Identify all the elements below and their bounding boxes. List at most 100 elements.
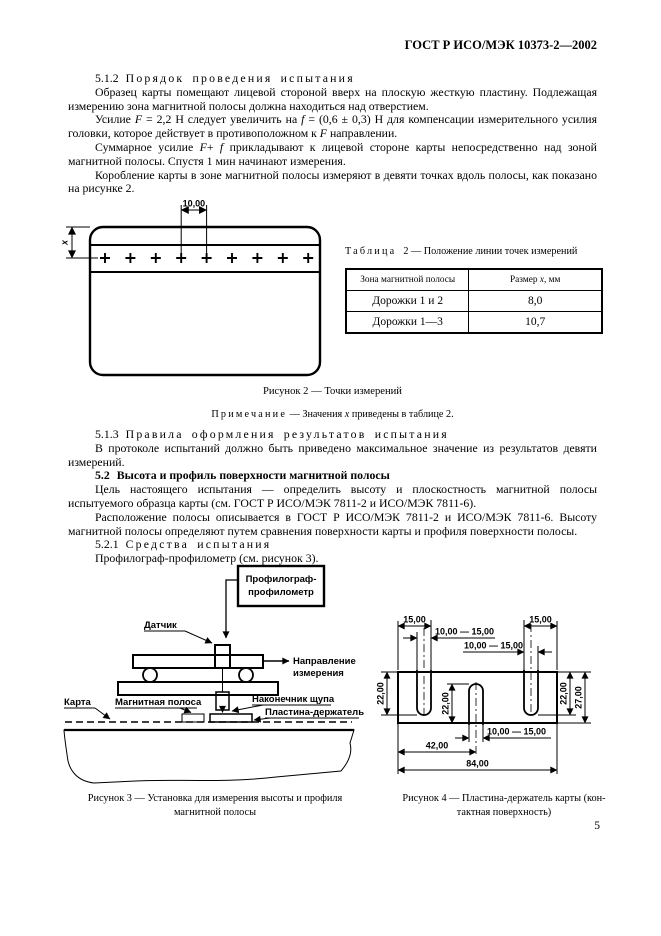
paragraph: Образец карты помещают лицевой стороной … bbox=[68, 84, 597, 113]
cell-size-value: 8,0 bbox=[468, 290, 603, 312]
dim-label: 22,00 bbox=[559, 682, 569, 705]
paragraph: Цель настоящего испытания — определить в… bbox=[68, 482, 597, 510]
table-col-header-zone: Зона магнитной полосы bbox=[345, 268, 470, 291]
heading-number: 5.2 bbox=[95, 468, 110, 483]
var-x: x bbox=[344, 409, 350, 420]
stylus-tip-label: Наконечник щупа bbox=[252, 694, 335, 705]
profilometer-label-line1: Профилограф- bbox=[246, 574, 317, 585]
dim-label: 10,00 — 15,00 bbox=[435, 627, 494, 637]
dim-label: 15,00 bbox=[403, 615, 426, 625]
dimension-27-right: 27,00 bbox=[574, 671, 589, 724]
paragraph: В протоколе испытаний должно быть привед… bbox=[68, 440, 597, 469]
table-header-row: Зона магнитной полосы Размер x, мм bbox=[345, 268, 603, 291]
figure2-caption: Рисунок 2 — Точки измерений bbox=[263, 386, 402, 397]
heading-title: Порядок проведения испытания bbox=[125, 71, 355, 85]
dimension-22-middle: 22,00 bbox=[441, 683, 456, 724]
formula-var-F: F bbox=[134, 112, 143, 127]
page-number: 5 bbox=[594, 820, 600, 832]
sensor-label: Датчик bbox=[144, 620, 177, 631]
text-run: прикладывают к лицевой стороне карты неп… bbox=[68, 139, 597, 168]
stripe-callout: Магнитная полоса bbox=[115, 697, 202, 714]
cell-size-value: 10,7 bbox=[468, 311, 603, 334]
section-5-1-2: 5.1.2 Порядок проведения испытания Образе… bbox=[68, 71, 597, 196]
figure3-setup-diagram: Профилограф- профилометр Направление изм… bbox=[63, 564, 364, 784]
text-run: Усилие bbox=[95, 112, 135, 127]
dim-label: 42,00 bbox=[426, 741, 449, 751]
magnetic-stripe-section bbox=[181, 713, 205, 723]
carriage-assembly bbox=[117, 644, 279, 713]
note: Примечание — Значения x приведены в табл… bbox=[68, 409, 597, 420]
holder-plate-label: Пластина-держатель bbox=[265, 707, 364, 718]
dimension-15-right: 15,00 bbox=[523, 615, 558, 630]
text-run: + bbox=[206, 139, 220, 154]
dimension-1015-middle-slot: 10,00 — 15,00 bbox=[455, 727, 551, 742]
dim-label: 10,00 — 15,00 bbox=[487, 727, 546, 737]
heading-number: 5.1.2 bbox=[95, 71, 119, 85]
figure2-card-diagram: 10,00 x bbox=[60, 199, 322, 377]
holder-plate-callout: Пластина-держатель bbox=[253, 707, 364, 723]
paragraph: Коробление карты в зоне магнитной полосы… bbox=[68, 167, 597, 196]
dim-label: 84,00 bbox=[466, 759, 489, 769]
stylus-tip-callout: Наконечник щупа bbox=[231, 694, 335, 714]
heading-5-1-3: 5.1.3 Правила оформления результатов испы… bbox=[68, 427, 597, 442]
section-5-1-3-to-5-2-1: 5.1.3 Правила оформления результатов испы… bbox=[68, 427, 597, 566]
formula-var-F: F bbox=[319, 126, 328, 141]
figure4-caption-line1: Рисунок 4 — Пластина-держатель карты (ко… bbox=[402, 793, 606, 804]
text-run: — Значения bbox=[287, 409, 345, 420]
measurement-points bbox=[100, 253, 314, 263]
note-word: Примечание bbox=[211, 409, 288, 420]
dimension-label-10: 10,00 bbox=[183, 199, 206, 209]
dimension-84: 84,00 bbox=[397, 759, 558, 774]
text-run: приведены в таблице 2. bbox=[349, 409, 454, 420]
text-run: = (0,6 ± 0,3) Н для компенсации измерите… bbox=[68, 112, 597, 141]
formula-var-F: F bbox=[199, 139, 207, 154]
figure3-caption: Рисунок 3 — Установка для измерения высо… bbox=[62, 792, 368, 819]
direction-arrow: Направление измерения bbox=[263, 656, 356, 679]
dimension-10mm: 10,00 bbox=[180, 199, 208, 253]
table-title: — Положение линии точек измерений bbox=[410, 246, 578, 257]
dim-label: 27,00 bbox=[574, 686, 584, 709]
heading-5-2: 5.2 Высота и профиль поверхности магнитно… bbox=[68, 468, 597, 483]
dim-label: 22,00 bbox=[441, 692, 451, 715]
formula-var-f: f bbox=[301, 112, 305, 127]
heading-5-1-2: 5.1.2 Порядок проведения испытания bbox=[68, 71, 597, 86]
profilometer-label-line2: профилометр bbox=[248, 587, 314, 598]
figure3-caption-line2: магнитной полосы bbox=[173, 806, 257, 818]
card-callout: Карта bbox=[64, 697, 111, 720]
document-code: ГОСТ Р ИСО/МЭК 10373-2—2002 bbox=[404, 38, 597, 52]
heading-title: Средства испытания bbox=[125, 537, 272, 552]
paragraph: Расположение полосы описывается в ГОСТ Р… bbox=[68, 509, 597, 538]
text-run: = 2,2 Н следует увеличить на bbox=[142, 112, 302, 127]
dimension-42: 42,00 bbox=[397, 741, 477, 756]
heading-title: Высота и профиль поверхности магнитной п… bbox=[116, 468, 390, 483]
table-number: 2 bbox=[403, 246, 409, 257]
dimension-22-right: 22,00 bbox=[559, 671, 574, 716]
dim-label: 22,00 bbox=[376, 682, 386, 705]
direction-label-line2: измерения bbox=[293, 668, 344, 679]
text-run: Суммарное усилие bbox=[95, 139, 200, 154]
var-x: x bbox=[539, 275, 544, 285]
figure4-plate-diagram: 15,00 15,00 10,00 — 15,00 10,00 — 15,00 … bbox=[376, 615, 591, 774]
heading-number: 5.2.1 bbox=[95, 537, 119, 552]
heading-number: 5.1.3 bbox=[95, 427, 119, 441]
table-row: Дорожки 1—3 10,7 bbox=[345, 311, 603, 334]
ground-hatched bbox=[63, 728, 355, 784]
cell-track-zone: Дорожки 1 и 2 bbox=[345, 290, 470, 312]
direction-label-line1: Направление bbox=[293, 656, 356, 667]
centerlines bbox=[423, 624, 532, 756]
dimension-15-left: 15,00 bbox=[397, 615, 432, 630]
dimension-1015-left-slot: 10,00 — 15,00 bbox=[403, 627, 495, 642]
heading-title: Правила оформления результатов испытания bbox=[125, 427, 449, 441]
paragraph: Профилограф-профилометр (см. рисунок 3). bbox=[95, 551, 319, 566]
sensor-callout: Датчик bbox=[144, 620, 213, 644]
text-run: Размер bbox=[509, 275, 540, 285]
dimension-x: x bbox=[60, 226, 98, 259]
formula-var-f: f bbox=[219, 139, 224, 154]
heading-5-2-1: 5.2.1 Средства испытания bbox=[68, 537, 597, 552]
profilometer-box: Профилограф- профилометр bbox=[222, 564, 326, 639]
text-run: направлении. bbox=[327, 126, 398, 141]
dim-label: 15,00 bbox=[529, 615, 552, 625]
dim-label: 10,00 — 15,00 bbox=[464, 641, 523, 651]
